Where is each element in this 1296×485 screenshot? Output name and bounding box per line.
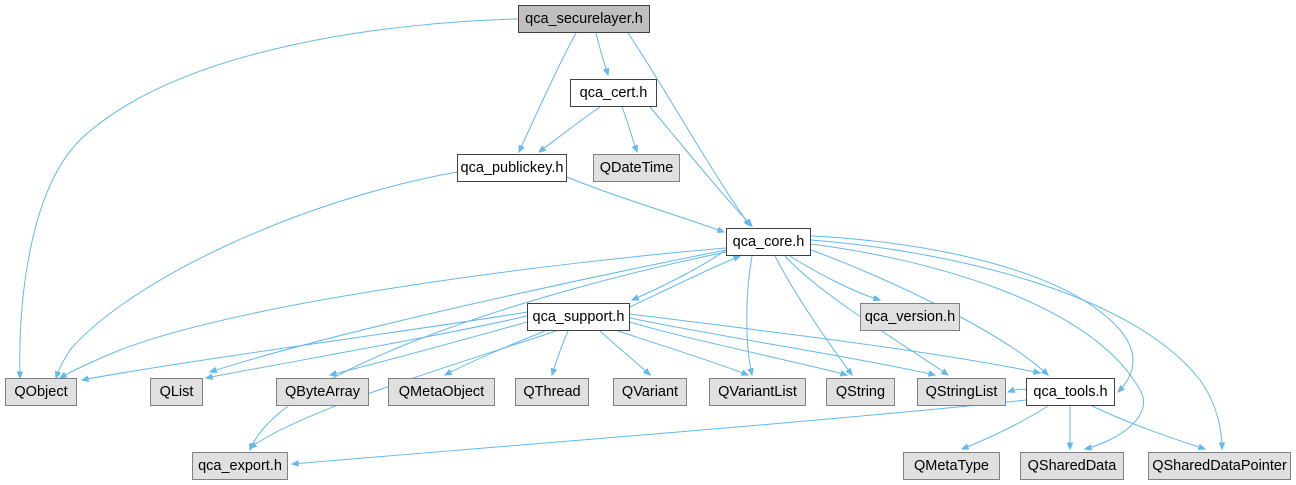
graph-node-label: qca_version.h bbox=[864, 308, 956, 325]
graph-node-label: qca_core.h bbox=[732, 233, 805, 250]
graph-edge bbox=[566, 176, 726, 233]
graph-node-qca_publickey[interactable]: qca_publickey.h bbox=[457, 154, 567, 182]
graph-node-QObject[interactable]: QObject bbox=[5, 378, 77, 406]
graph-node-QStringList[interactable]: QStringList bbox=[917, 378, 1006, 406]
graph-node-label: QSharedData bbox=[1027, 457, 1117, 474]
graph-edge bbox=[537, 106, 601, 153]
graph-edge bbox=[1091, 405, 1207, 451]
graph-node-label: qca_securelayer.h bbox=[525, 10, 643, 27]
graph-edge bbox=[621, 106, 638, 154]
graph-node-QDateTime[interactable]: QDateTime bbox=[593, 154, 680, 182]
graph-node-label: QMetaObject bbox=[398, 383, 485, 400]
graph-node-qca_cert[interactable]: qca_cert.h bbox=[570, 79, 657, 107]
graph-node-qca_tools[interactable]: qca_tools.h bbox=[1026, 378, 1115, 406]
graph-edge bbox=[630, 249, 727, 301]
graph-node-QString[interactable]: QString bbox=[826, 378, 895, 406]
graph-node-qca_export[interactable]: qca_export.h bbox=[192, 452, 288, 480]
graph-node-qca_version[interactable]: qca_version.h bbox=[860, 303, 960, 331]
graph-edge bbox=[810, 239, 1226, 451]
graph-edge bbox=[629, 317, 937, 377]
graph-edge bbox=[54, 171, 458, 380]
graph-node-label: QVariantList bbox=[718, 383, 797, 400]
graph-edge bbox=[1006, 386, 1027, 394]
graph-node-QVariant[interactable]: QVariant bbox=[613, 378, 687, 406]
graph-edge bbox=[443, 330, 546, 376]
graph-node-label: QMetaType bbox=[914, 457, 989, 474]
graph-node-label: qca_publickey.h bbox=[460, 159, 564, 176]
graph-edge bbox=[649, 106, 753, 227]
graph-edge bbox=[599, 330, 651, 376]
graph-edge bbox=[810, 243, 1145, 451]
graph-node-qca_securelayer: qca_securelayer.h bbox=[518, 5, 650, 33]
graph-node-QByteArray[interactable]: QByteArray bbox=[276, 378, 369, 406]
graph-node-label: qca_export.h bbox=[198, 457, 282, 474]
graph-node-label: qca_support.h bbox=[532, 308, 625, 325]
graph-node-QThread[interactable]: QThread bbox=[515, 378, 589, 406]
graph-edge bbox=[328, 321, 528, 377]
graph-node-QVariantList[interactable]: QVariantList bbox=[709, 378, 806, 406]
graph-edge bbox=[16, 18, 519, 380]
graph-edge bbox=[58, 247, 727, 379]
graph-node-label: QList bbox=[159, 383, 194, 400]
graph-node-label: qca_cert.h bbox=[579, 84, 648, 101]
graph-edge bbox=[629, 255, 742, 308]
graph-edge bbox=[617, 330, 750, 376]
graph-node-label: QObject bbox=[14, 383, 68, 400]
graph-node-label: QByteArray bbox=[285, 383, 360, 400]
graph-node-qca_support[interactable]: qca_support.h bbox=[527, 303, 630, 331]
graph-edge bbox=[518, 32, 577, 154]
graph-edge bbox=[290, 399, 1027, 467]
graph-node-QSharedDataPointer[interactable]: QSharedDataPointer bbox=[1148, 452, 1291, 480]
graph-node-QList[interactable]: QList bbox=[150, 378, 203, 406]
graph-edge bbox=[746, 255, 754, 377]
graph-edge bbox=[204, 315, 528, 381]
graph-node-label: QSharedDataPointer bbox=[1152, 457, 1287, 474]
graph-edge bbox=[960, 405, 1049, 450]
graph-node-QMetaType[interactable]: QMetaType bbox=[903, 452, 1000, 480]
graph-edge bbox=[810, 235, 1134, 393]
graph-edge bbox=[774, 255, 853, 377]
graph-node-label: QThread bbox=[523, 383, 581, 400]
graph-node-label: QString bbox=[835, 383, 886, 400]
graph-edge bbox=[627, 32, 751, 228]
graph-edge bbox=[550, 330, 569, 377]
graph-node-label: QVariant bbox=[621, 383, 679, 400]
graph-edge bbox=[595, 32, 610, 77]
graph-node-label: qca_tools.h bbox=[1033, 383, 1108, 400]
graph-node-label: QDateTime bbox=[599, 159, 674, 176]
graph-edge bbox=[629, 313, 1042, 375]
graph-edge bbox=[629, 321, 849, 377]
graph-edge bbox=[249, 251, 727, 452]
graph-node-label: QStringList bbox=[925, 383, 998, 400]
graph-node-QSharedData[interactable]: QSharedData bbox=[1020, 452, 1124, 480]
graph-edge bbox=[789, 255, 882, 302]
graph-edge bbox=[208, 249, 727, 374]
graph-node-qca_core[interactable]: qca_core.h bbox=[726, 228, 811, 256]
graph-edge bbox=[80, 311, 528, 383]
graph-node-QMetaObject[interactable]: QMetaObject bbox=[388, 378, 495, 406]
